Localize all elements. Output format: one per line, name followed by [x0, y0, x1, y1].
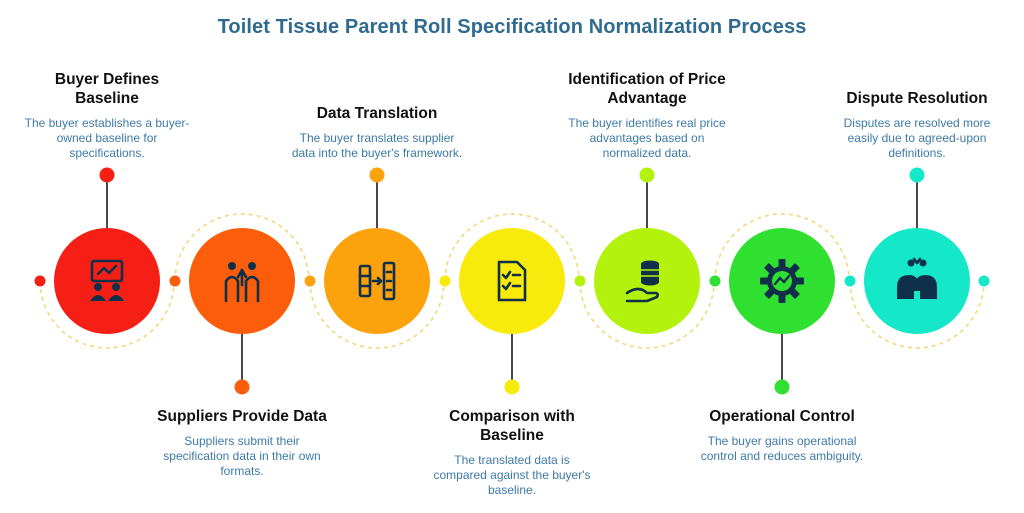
step-marker-dot	[504, 379, 520, 395]
step-heading: Dispute Resolution	[846, 90, 988, 107]
timeline-arc	[39, 280, 175, 349]
timeline-circles	[54, 228, 970, 334]
step-heading: Suppliers Provide Data	[157, 408, 327, 425]
step-heading: Data Translation	[316, 105, 438, 122]
step-marker-dot	[369, 167, 385, 183]
timeline-connector-dot	[169, 275, 181, 287]
timeline-connector-dot	[439, 275, 451, 287]
timeline-arc	[174, 213, 310, 282]
step-marker-dot	[909, 167, 925, 183]
page-title: Toilet Tissue Parent Roll Specification …	[217, 16, 807, 38]
step-description: The buyer establishes a buyer-owned base…	[24, 116, 190, 160]
timeline-arc	[849, 280, 985, 349]
checklist-icon	[497, 260, 527, 302]
step-marker-dot	[234, 379, 250, 395]
step-description: Disputes are resolved more easily due to…	[843, 116, 991, 160]
timeline-arc	[444, 213, 580, 282]
step-node	[864, 228, 970, 334]
step-node	[54, 228, 160, 334]
timeline-connector-dot	[844, 275, 856, 287]
timeline-connector-dot	[574, 275, 586, 287]
step-node	[729, 228, 835, 334]
timeline-arc	[309, 280, 445, 349]
step-marker-dot	[639, 167, 655, 183]
step-heading: Identification of Price Advantage	[568, 71, 726, 107]
timeline-end-dot	[978, 275, 990, 287]
step-description: The buyer translates supplier data into …	[291, 131, 463, 160]
step-description: Suppliers submit their specification dat…	[163, 434, 321, 478]
step-node	[324, 228, 430, 334]
step-marker-dot	[774, 379, 790, 395]
timeline-dashed-arcs	[39, 213, 985, 349]
step-node	[189, 228, 295, 334]
timeline-connector-dot	[304, 275, 316, 287]
data-transfer-icon	[358, 261, 396, 301]
step-node	[459, 228, 565, 334]
step-node	[594, 228, 700, 334]
step-marker-dot	[99, 167, 115, 183]
timeline-stems	[99, 167, 925, 395]
timeline-arc	[579, 280, 715, 349]
coins-hand-icon	[625, 260, 659, 303]
timeline-connector-dot	[34, 275, 46, 287]
timeline-arc	[714, 213, 850, 282]
step-circle	[459, 228, 565, 334]
timeline-endpoints	[34, 275, 990, 287]
people-dialogue-icon	[897, 257, 937, 299]
step-description: The buyer identifies real price advantag…	[568, 116, 726, 160]
people-exchange-icon	[224, 262, 260, 303]
gear-chart-icon	[760, 259, 804, 303]
presentation-people-icon	[90, 259, 124, 301]
timeline-connector-dot	[709, 275, 721, 287]
step-description: The buyer gains operational control and …	[700, 434, 864, 463]
step-heading: Buyer Defines Baseline	[54, 71, 160, 107]
step-heading: Operational Control	[709, 408, 855, 425]
step-heading: Comparison with Baseline	[449, 408, 575, 444]
step-description: The translated data is compared against …	[433, 453, 591, 497]
